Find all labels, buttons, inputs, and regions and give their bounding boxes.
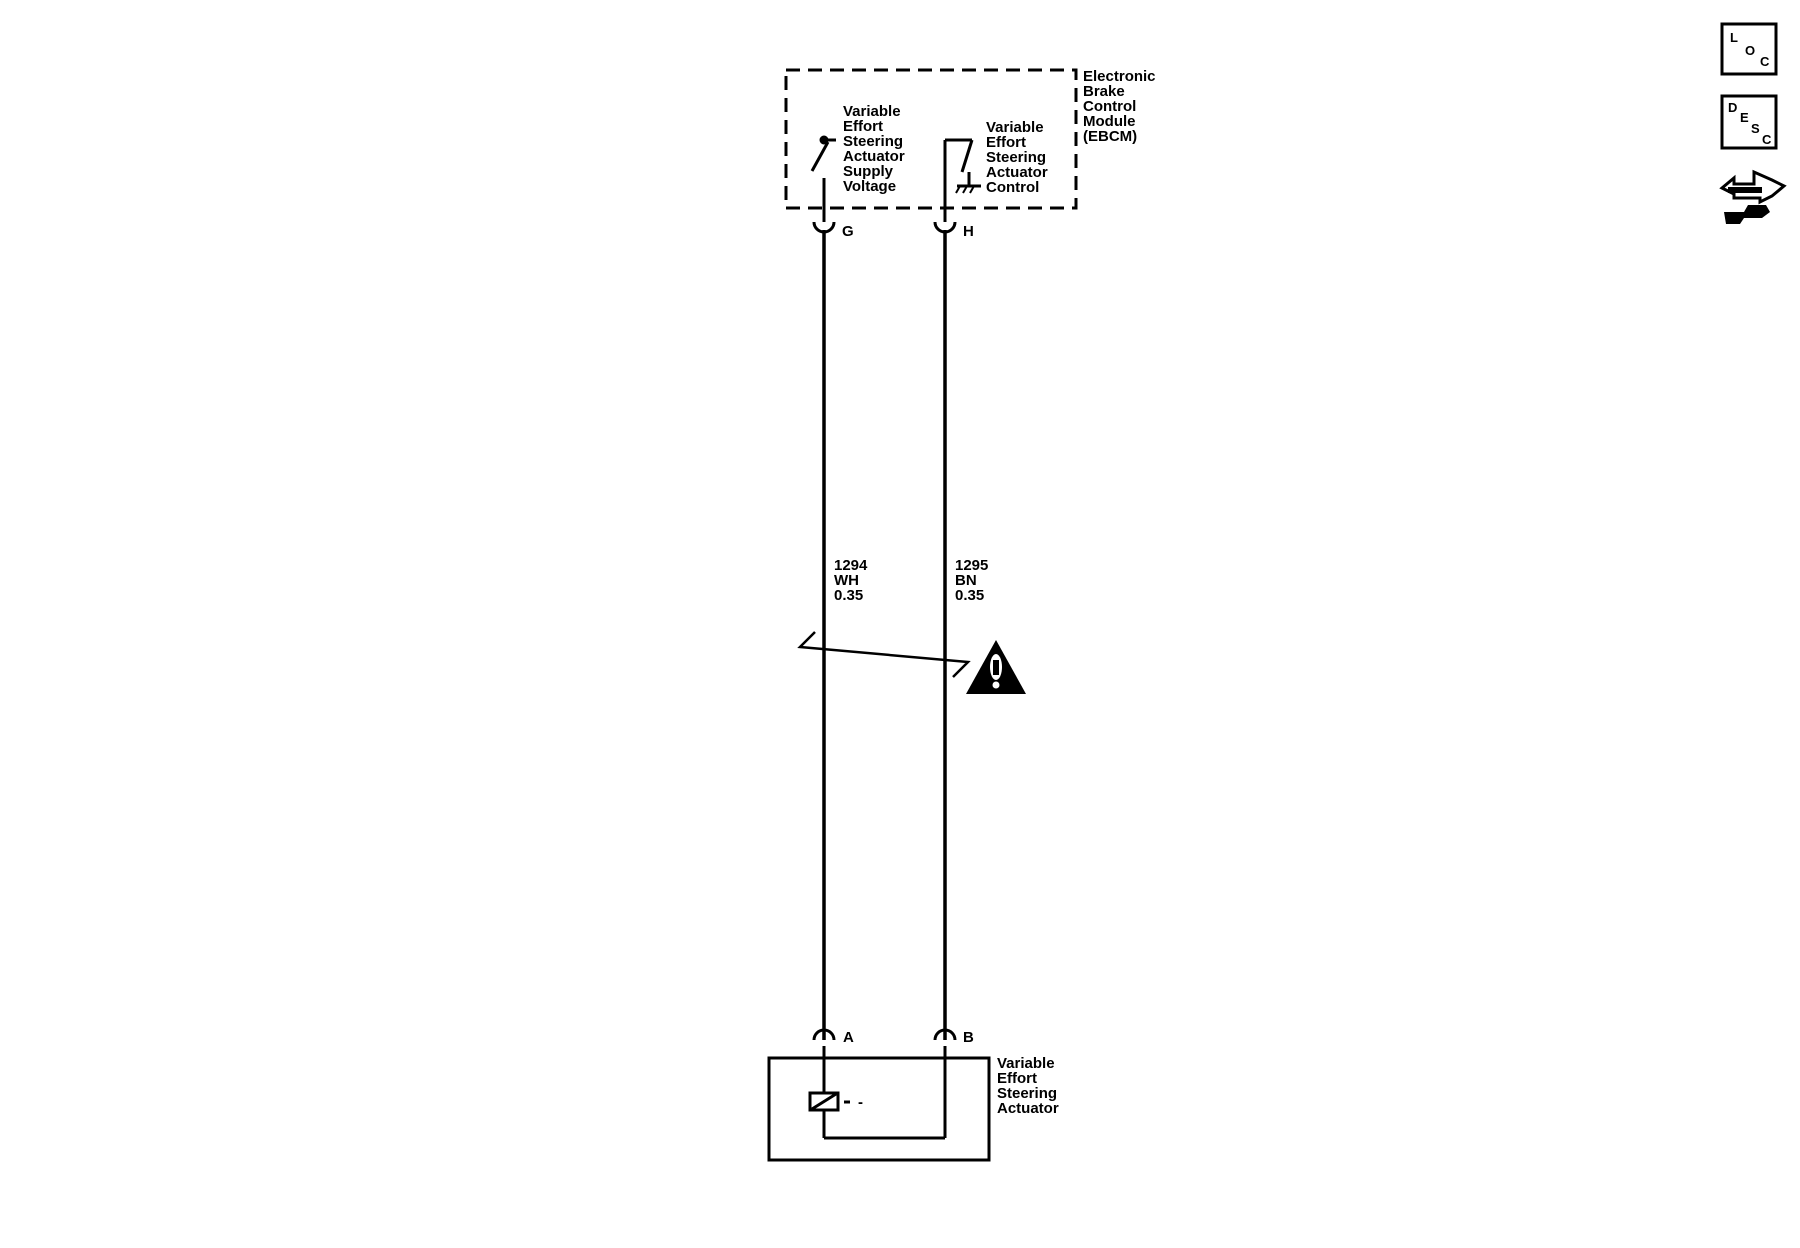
- wire-1295-label: 1295 BN 0.35: [955, 557, 993, 604]
- connector-icon[interactable]: [1719, 169, 1787, 224]
- svg-text:C: C: [1762, 132, 1772, 147]
- ebcm-module-name: Electronic Brake Control Module (EBCM): [1083, 68, 1160, 145]
- pin-g-label: G: [842, 223, 854, 240]
- connector-b: [933, 1028, 957, 1041]
- actuator-control-label: Variable Effort Steering Actuator Contro…: [986, 119, 1052, 196]
- supply-voltage-label: Variable Effort Steering Actuator Supply…: [843, 103, 909, 195]
- caution-icon: [966, 640, 1026, 694]
- wire-1294-label: 1294 WH 0.35: [834, 557, 872, 604]
- svg-text:E: E: [1740, 110, 1749, 125]
- twisted-pair-indicator: [797, 631, 971, 678]
- supply-switch-symbol: [810, 135, 836, 222]
- solenoid-coil-icon: [808, 1091, 850, 1112]
- actuator-internal-wiring: [822, 1046, 947, 1140]
- svg-text:O: O: [1745, 43, 1755, 58]
- actuator-box: [767, 1056, 991, 1162]
- svg-text:D: D: [1728, 100, 1737, 115]
- pin-b-label: B: [963, 1029, 974, 1046]
- coil-mark: -: [858, 1094, 863, 1111]
- ebcm-module-box: [784, 68, 1078, 210]
- svg-text:C: C: [1760, 54, 1770, 69]
- loc-icon[interactable]: L O C: [1720, 22, 1778, 76]
- connector-a: [812, 1028, 836, 1041]
- actuator-name: Variable Effort Steering Actuator: [997, 1055, 1061, 1117]
- control-switch-symbol: [943, 138, 981, 222]
- svg-text:L: L: [1730, 30, 1738, 45]
- pin-h-label: H: [963, 223, 974, 240]
- svg-text:S: S: [1751, 121, 1760, 136]
- pin-a-label: A: [843, 1029, 854, 1046]
- desc-icon[interactable]: D E S C: [1720, 94, 1778, 150]
